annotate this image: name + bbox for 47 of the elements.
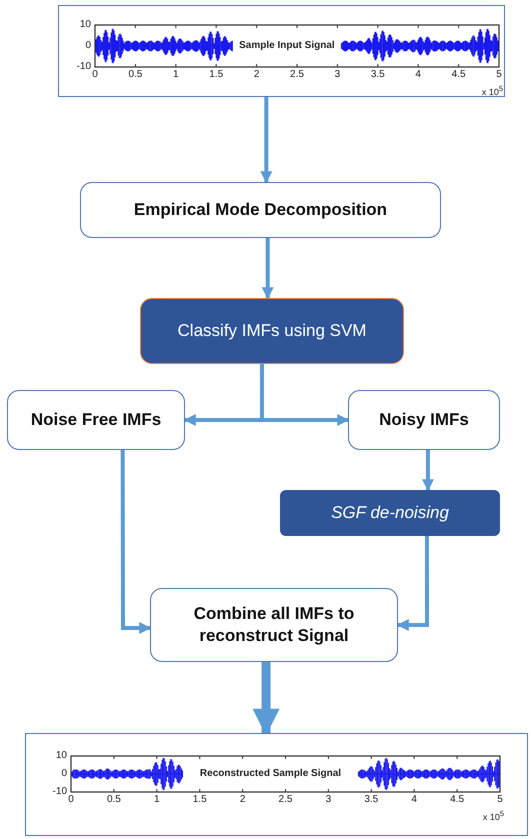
axis-tick-label: 3 [326,795,332,805]
axis-tick-label: 2.5 [278,795,292,805]
arrow [260,364,350,426]
axis-tick-label: 0 [92,70,98,80]
axis-tick-label: 1.5 [209,70,224,80]
signal-plot [58,5,505,97]
axis-tick-label: 4 [415,70,421,80]
signal-plot [25,733,528,836]
axis-multiplier: x 10$^{5}$ [482,85,503,97]
axis-tick-label: 3.5 [364,795,378,805]
axis-tick-label: 2.5 [290,70,304,80]
axis-tick-label: 3.5 [370,70,385,80]
process-box: SGF de-noising [280,490,500,536]
arrow [120,450,152,634]
axis-tick-label: 0 [68,795,74,805]
plot-title: Reconstructed Sample Signal [198,768,344,780]
axis-tick-label: 5 [497,795,503,805]
arrow [422,450,434,492]
axis-tick-label: 1 [173,70,179,80]
axis-tick-label: 4.5 [450,795,464,805]
axis-tick-label: 4.5 [452,70,466,80]
axis-tick-label: 1 [154,795,160,805]
axis-tick-label: 0 [61,769,67,779]
arrow [252,662,280,736]
process-box: Noisy IMFs [348,390,500,450]
arrow [262,238,274,300]
arrow [396,536,429,631]
axis-tick-label: 2 [254,70,260,80]
axis-tick-label: 10 [56,751,67,761]
process-box: Combine all IMFs to reconstruct Signal [150,588,398,662]
axis-tick-label: 1.5 [192,795,207,805]
axis-tick-label: 0.5 [128,70,142,80]
axis-tick-label: 0.5 [106,795,121,805]
axis-tick-label: 2 [240,795,246,805]
arrow [260,97,272,184]
axis-multiplier: x 10$^{5}$ [482,810,504,822]
axis-tick-label: 5 [496,70,502,80]
axis-tick-label: -10 [76,62,91,72]
axis-tick-label: 10 [80,20,91,30]
process-box: Noise Free IMFs [7,390,185,450]
axis-tick-label: -10 [52,787,67,797]
axis-tick-label: 3 [334,70,340,80]
axis-tick-label: 0 [85,41,91,51]
axis-tick-label: 4 [411,795,417,805]
process-box: Empirical Mode Decomposition [80,182,441,238]
process-box: Classify IMFs using SVM [140,298,404,364]
plot-title: Sample Input Signal [237,40,337,52]
